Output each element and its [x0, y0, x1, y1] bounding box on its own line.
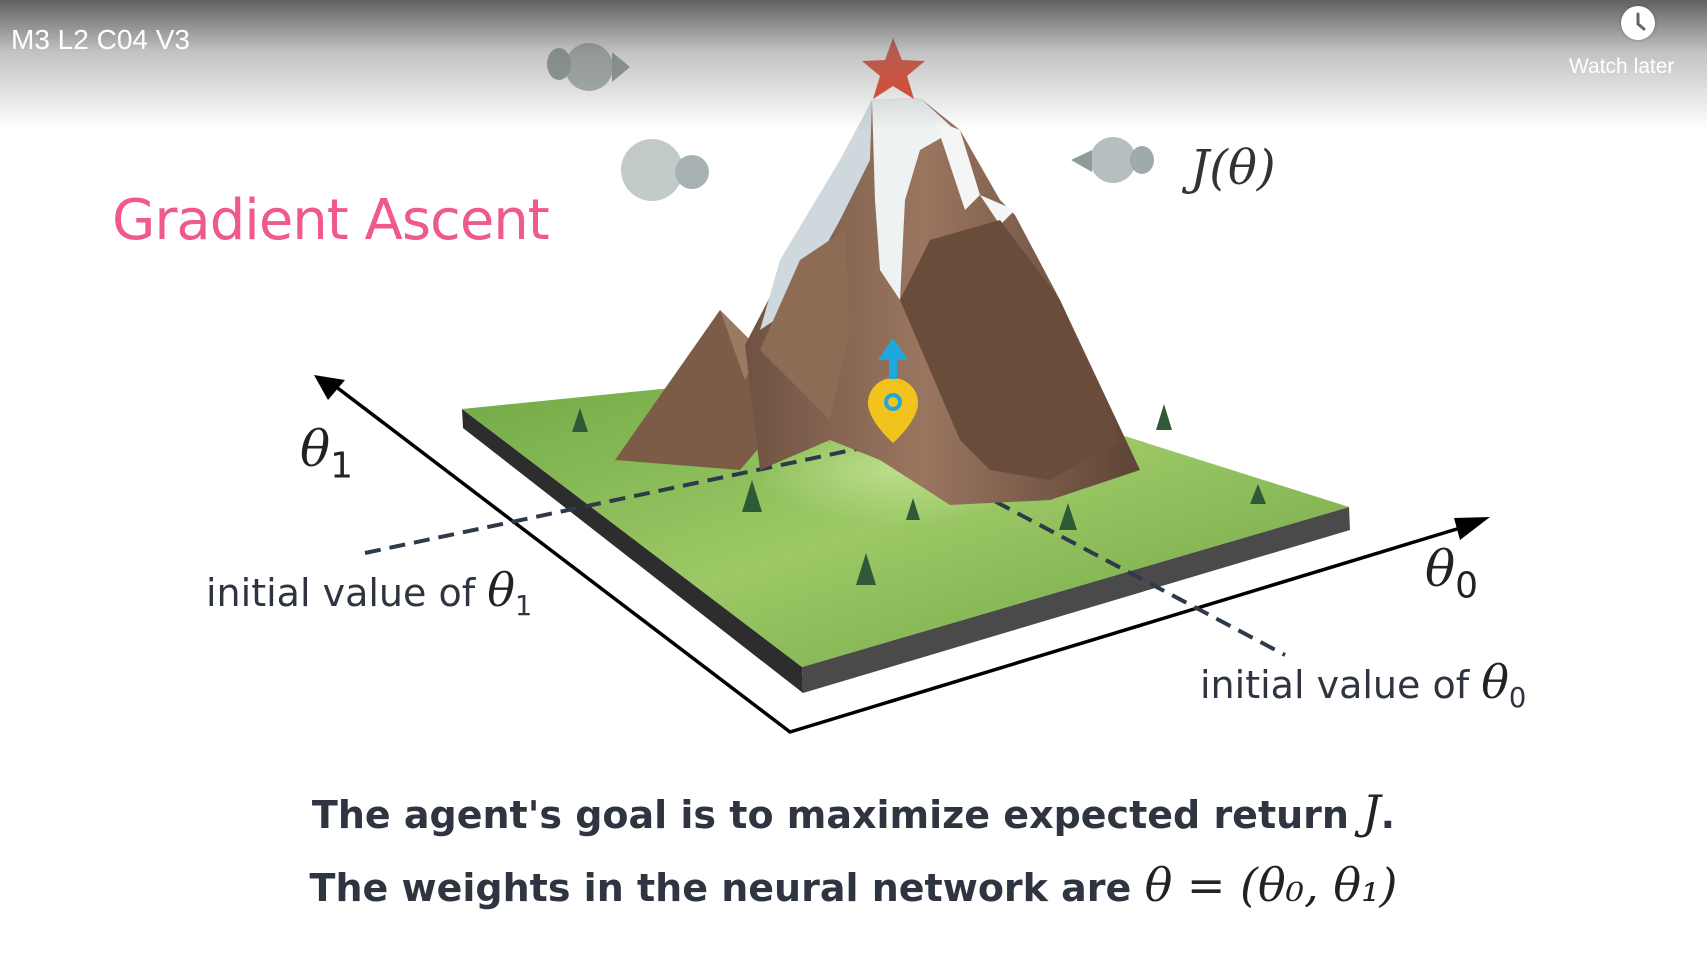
theta0-arrowhead [1454, 517, 1490, 540]
watch-later-label: Watch later [1569, 55, 1675, 78]
objective-function-label: J(θ) [1190, 140, 1276, 196]
location-pin-icon [868, 378, 918, 443]
slide-title: Gradient Ascent [112, 188, 550, 253]
theta-symbol: θ [1425, 540, 1456, 598]
subscript: 1 [330, 445, 354, 487]
initial-theta1-label: initial value of θ1 [206, 563, 532, 622]
player-top-overlay [0, 0, 1707, 130]
weights-equation: θ = (θ₀, θ₁) [1144, 858, 1398, 912]
tree-icon [572, 404, 1266, 585]
clock-icon [1621, 6, 1655, 40]
theta-symbol: θ [487, 563, 515, 617]
theta0-axis-label: θ0 [1425, 540, 1478, 607]
caption-period: . [1380, 793, 1396, 837]
up-arrow-icon [878, 338, 908, 379]
theta1-arrowhead [314, 375, 345, 400]
theta-symbol: θ [1481, 655, 1509, 709]
caption-line-1: The agent's goal is to maximize expected… [0, 785, 1707, 839]
video-title[interactable]: M3 L2 C04 V3 [11, 24, 190, 55]
watch-later-button[interactable]: Watch later [1569, 6, 1707, 86]
theta1-axis-label: θ1 [300, 420, 353, 487]
axis-lines [333, 384, 1471, 734]
subscript: 1 [514, 590, 533, 622]
label-text: initial value of [206, 571, 476, 615]
return-symbol: J [1362, 785, 1381, 839]
caption-line-2: The weights in the neural network are θ … [0, 858, 1707, 912]
subscript: 0 [1455, 565, 1479, 607]
initial-theta0-label: initial value of θ0 [1200, 655, 1526, 714]
caption-text: The agent's goal is to maximize expected… [311, 793, 1349, 837]
theta-symbol: θ [300, 420, 331, 478]
mountain [615, 98, 1140, 505]
caption-text: The weights in the neural network are [309, 866, 1132, 910]
label-text: initial value of [1200, 663, 1470, 707]
subscript: 0 [1508, 682, 1527, 714]
